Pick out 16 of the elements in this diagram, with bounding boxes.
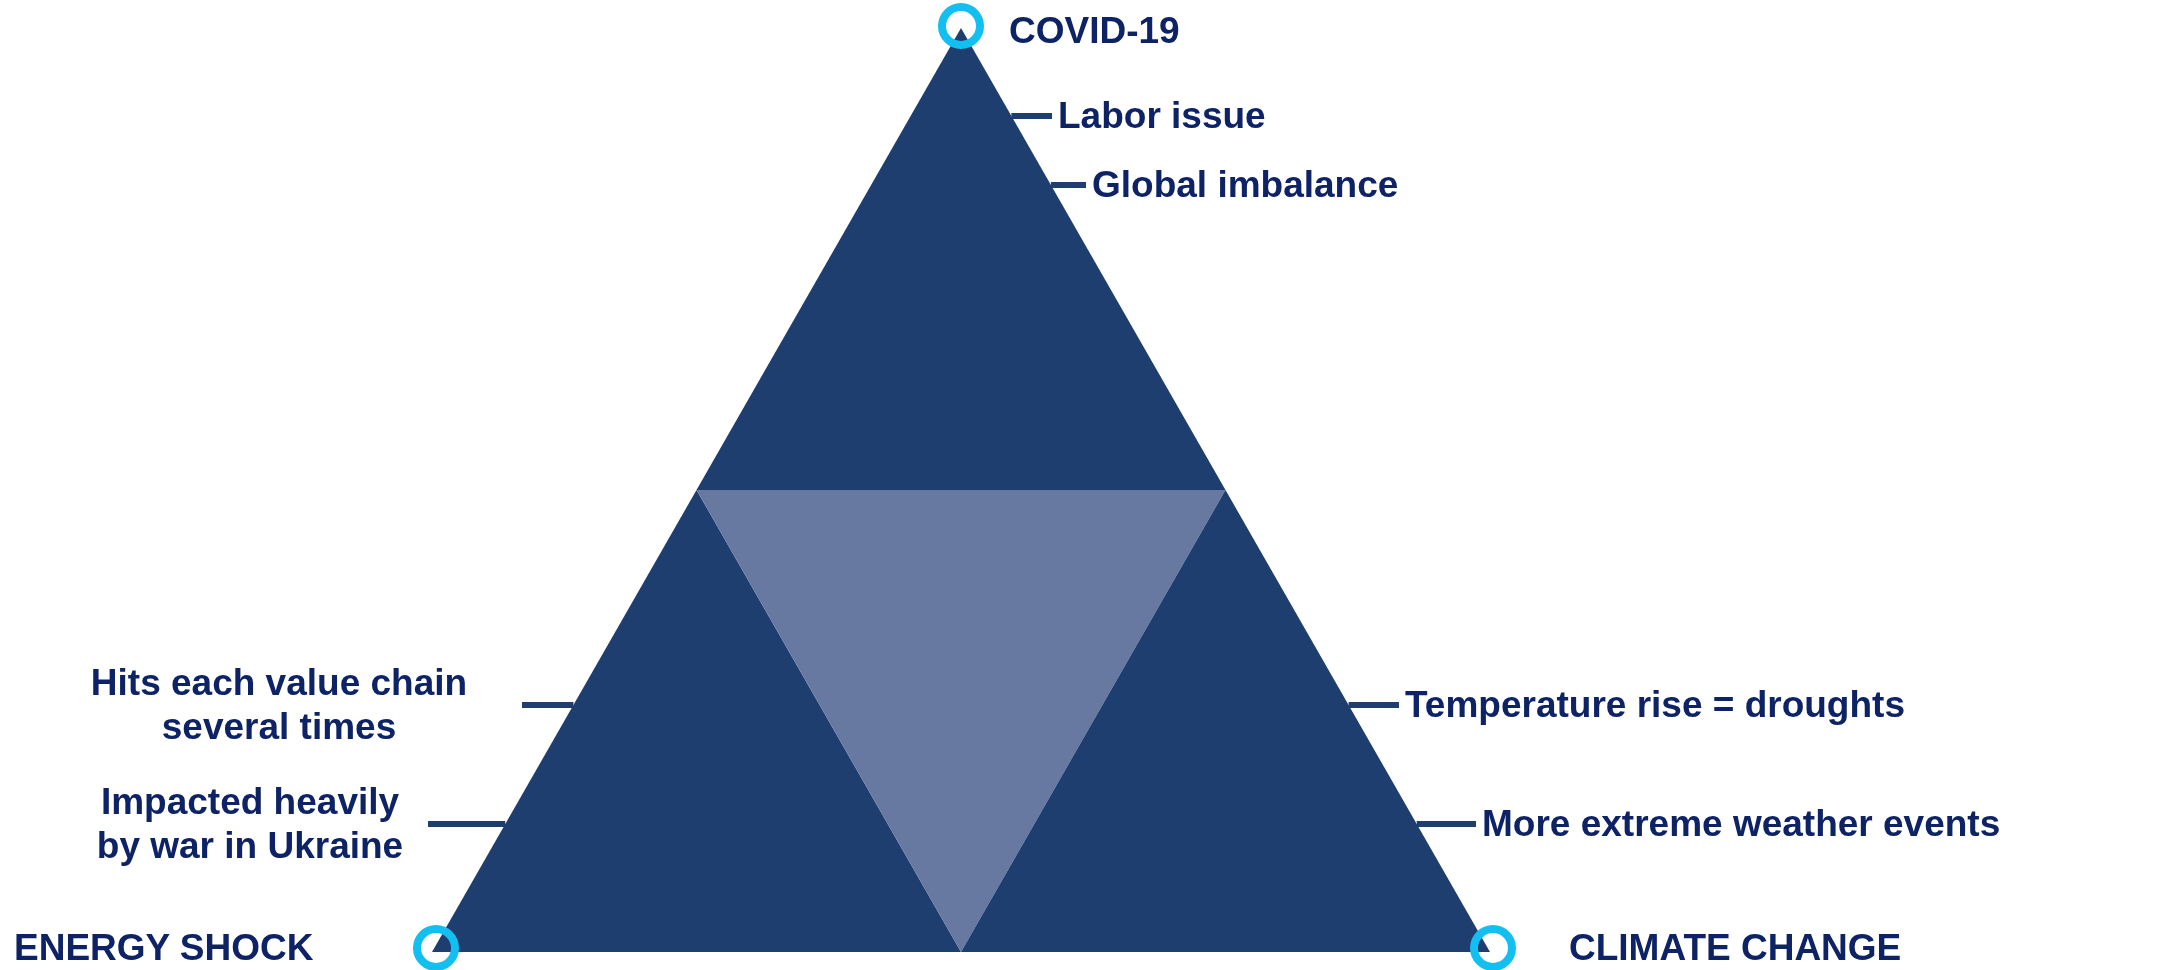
leader-line: [1050, 182, 1086, 188]
leader-line: [522, 702, 574, 708]
callout-text: Global imbalance: [1092, 162, 1400, 207]
leader-line: [1011, 113, 1052, 119]
leader-line: [428, 821, 506, 827]
vertex-label: COVID-19: [1009, 11, 1180, 49]
leader-line: [1348, 702, 1399, 708]
callout-text: Labor issue: [1058, 93, 1267, 138]
vertex-label: ENERGY SHOCK: [14, 928, 314, 966]
callout-text: Hits each value chain several times: [89, 660, 469, 749]
callout-text: Temperature rise = droughts: [1405, 682, 1906, 727]
center-triangle: [696, 490, 1226, 952]
callout-text: More extreme weather events: [1482, 801, 2002, 846]
callout-text: Impacted heavily by war in Ukraine: [95, 779, 405, 868]
vertex-label: CLIMATE CHANGE: [1569, 928, 1902, 966]
leader-line: [1416, 821, 1476, 827]
